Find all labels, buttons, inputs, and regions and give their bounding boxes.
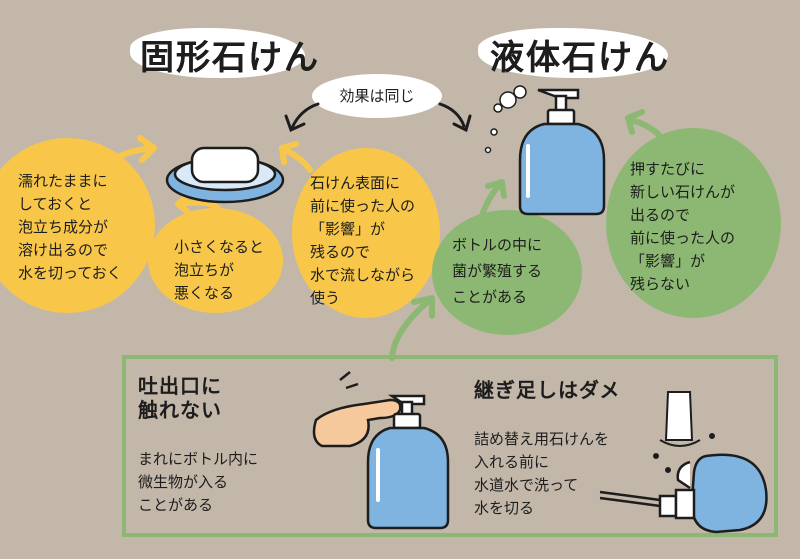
- liquid-circle-fresh: [606, 128, 781, 318]
- arrow-to-liquid-icon: [438, 102, 472, 133]
- solid-circle-wet-text: 濡れたままに しておくと 泡立ち成分が 溶け出るので 水を切っておく: [18, 172, 122, 282]
- finger-icon: [312, 371, 402, 448]
- no-touch-text: まれにボトル内に 微生物が入る ことがある: [138, 450, 259, 514]
- no-refill-title: 継ぎ足しはダメ: [474, 378, 621, 402]
- same-effect-label: 効果は同じ: [339, 87, 415, 105]
- solid-circle-wet: [0, 138, 155, 313]
- solid-circle-surface-text: 石けん表面に 前に使った人の 「影響」が 残るので 水で流しながら 使う: [310, 174, 416, 307]
- no-refill-text: 詰め替え用石けんを 入れる前に 水道水で洗って 水を切る: [474, 430, 610, 517]
- solid-soap-title: 固形石けん: [140, 38, 320, 78]
- foam-bubbles-icon: [484, 85, 527, 154]
- pump-bottle-icon: [518, 88, 606, 216]
- solid-circle-small-text: 小さくなると 泡立ちが 悪くなる: [174, 238, 265, 302]
- liquid-circle-bacteria: [432, 210, 582, 335]
- arrow-to-solid-icon: [284, 102, 320, 133]
- liquid-title-highlight: [478, 28, 668, 78]
- no-touch-title: 吐出口に 触れない: [138, 374, 222, 422]
- pump-bottle-bottom-icon: [366, 394, 450, 530]
- liquid-soap-title: 液体石けん: [490, 38, 670, 78]
- liquid-circle-fresh-text: 押すたびに 新しい石けんが 出るので 前に使った人の 「影響」が 残らない: [630, 160, 736, 293]
- green-arrows-icon: [389, 109, 667, 361]
- refill-bottle-icon: [599, 453, 768, 534]
- solid-circle-small: [148, 208, 283, 313]
- solid-title-highlight: [130, 28, 305, 78]
- liquid-circle-bacteria-text: ボトルの中に 菌が繁殖する ことがある: [452, 236, 543, 306]
- soap-bar-icon: [165, 146, 285, 204]
- solid-circle-surface: [292, 148, 440, 318]
- faucet-water-icon: [653, 391, 715, 473]
- same-effect-bubble: 効果は同じ: [312, 74, 442, 118]
